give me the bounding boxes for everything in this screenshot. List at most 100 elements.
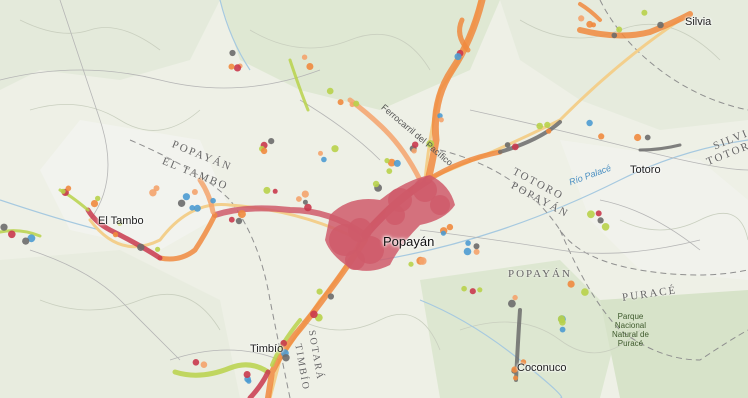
point-marker [65,185,72,192]
relief-lines [19,19,748,354]
point-marker [263,186,271,194]
point-marker [508,299,516,308]
point-marker [304,203,312,212]
road-segment [0,229,42,238]
point-marker [301,54,308,60]
point-marker [440,230,446,236]
point-marker [544,121,551,128]
point-marker [446,223,454,231]
point-marker [412,141,419,148]
point-marker [326,87,334,95]
point-marker [95,195,101,202]
point-marker [581,288,589,296]
point-marker [321,156,327,163]
point-marker [438,117,444,123]
point-marker [301,190,309,198]
point-marker [235,217,243,225]
urban-cell [413,178,437,202]
point-marker [189,205,195,211]
road-segment [425,149,503,183]
point-marker [331,145,339,153]
point-marker [384,158,390,164]
road-segment [577,11,693,39]
point-marker [246,378,252,384]
point-marker [504,142,511,148]
road-network [0,0,748,361]
point-marker [559,326,566,333]
road-segment [514,308,522,382]
point-marker [644,134,651,141]
point-marker [601,223,610,231]
point-marker [210,197,216,204]
road-segment [578,2,602,22]
point-marker [473,248,480,255]
point-marker [282,354,290,362]
point-marker [411,148,417,154]
road-segment [247,369,271,398]
road-segment [457,17,471,53]
point-marker [337,99,344,106]
point-marker [465,240,471,246]
point-markers [0,9,664,384]
point-marker [296,196,302,202]
point-marker [200,361,208,369]
point-marker [243,371,251,378]
point-marker [586,20,594,28]
road-segment [498,120,562,154]
point-marker [0,223,8,231]
road-segment [85,207,163,261]
point-marker [27,234,36,243]
point-marker [657,21,664,29]
point-marker [469,288,476,295]
point-marker [557,315,566,323]
point-marker [634,133,642,142]
road-segment [638,143,682,152]
point-marker [546,128,552,134]
road-segment [424,0,486,184]
point-marker [193,204,201,212]
point-marker [302,199,308,205]
point-marker [595,210,602,217]
point-marker [137,243,145,251]
point-marker [229,49,236,57]
popayan-urban-area [325,175,455,271]
point-marker [155,246,161,252]
point-marker [8,230,16,239]
point-marker [426,140,435,148]
road-segment [157,212,218,262]
point-marker [520,359,527,365]
point-marker [372,180,380,188]
point-marker [616,26,623,33]
point-marker [112,231,119,238]
point-marker [461,285,467,292]
point-marker [237,210,246,219]
point-marker [587,210,595,219]
point-marker [228,63,235,70]
road-segment [197,177,216,215]
point-marker [567,280,575,288]
point-marker [387,158,396,167]
road-segment [265,237,368,398]
road-segment [172,362,271,378]
urban-cell [385,205,405,225]
point-marker [272,188,278,194]
point-marker [536,122,543,130]
point-marker [192,359,200,366]
urban-cell [345,250,365,270]
point-marker [318,150,323,156]
point-marker [463,247,472,256]
point-marker [268,138,275,145]
point-marker [512,294,518,301]
point-marker [393,159,401,167]
point-marker [153,185,160,192]
point-marker [513,375,518,381]
point-marker [116,220,123,226]
point-marker [60,188,66,194]
point-marker [280,339,288,347]
point-marker [386,168,393,175]
point-marker [477,287,483,293]
point-marker [316,288,323,295]
